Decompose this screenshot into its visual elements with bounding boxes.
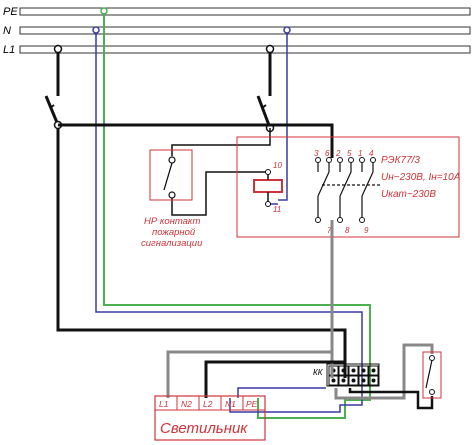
n-tap-node-1 [92,26,100,34]
luminaire-title: Светильник [160,420,248,437]
pe-wire [103,11,371,385]
relay-rek77: 10 11 3 6 2 5 1 4 [236,136,461,238]
relay-terminal-6: 6 [325,149,330,158]
relay-terminal-1: 1 [358,149,362,158]
relay-terminal-4: 4 [369,149,374,158]
bus-pe-label: PE [3,6,18,18]
n-wire-1 [95,30,363,385]
relay-coil-voltage: Uкат~230В [381,189,436,200]
switch-wire-2 [348,388,434,410]
bus-n-label: N [3,25,11,37]
relay-rating: Uн~230В, Iн=10А [381,172,461,183]
luminaire-terminal-n2: N2 [181,399,192,409]
luminaire-terminal-pe: PE [246,399,258,409]
relay-terminal-7: 7 [327,226,332,235]
relay-terminal-8: 8 [345,226,350,235]
relay-terminal-5: 5 [347,149,352,158]
relay-terminal-2: 2 [335,149,341,158]
pe-tap-node [100,7,108,15]
fire-contact-label-1: НР контакт [144,216,201,227]
bus-bars: PE N L1 [3,6,471,56]
relay-terminal-circles [315,157,376,223]
fire-contact-label-3: сигнализации [141,238,203,249]
bus-n [19,26,471,35]
n-wire-2 [278,30,288,201]
relay-terminal-9: 9 [364,226,369,235]
lamp-l1-wire [166,350,334,398]
fire-alarm-contact: НР контакт пожарной сигнализации [141,149,203,249]
coil-terminal-10: 10 [273,161,282,170]
coil-terminal-11: 11 [273,205,281,214]
luminaire: L1 N2 L2 N1 PE Светильник [154,395,266,441]
relay-coil [253,179,283,193]
relay-contacts [317,160,380,220]
lamp-n2-wire [237,387,326,398]
relay-model: РЭК77/3 [381,155,420,166]
luminaire-terminal-l1: L1 [159,399,169,409]
lamp-l2-wire [204,360,347,398]
fire-contact-box [149,149,193,201]
fire-contact-label-2: пожарной [152,227,196,238]
bus-l1 [19,45,471,54]
l1-wiring [44,44,347,372]
light-switch [422,351,442,399]
luminaire-terminal-n1: N1 [225,399,236,409]
luminaire-box [154,395,266,441]
terminal-block-label: КК [313,368,324,377]
pe-wire-lamp [257,385,371,419]
relay-box [236,136,460,238]
luminaire-terminal-l2: L2 [203,399,213,409]
l1-tap-node-2 [265,44,275,54]
bus-pe [19,7,471,16]
n-tap-node-2 [283,26,291,34]
l1-tap-node-1 [53,44,63,54]
bus-l1-label: L1 [3,44,15,56]
relay-terminal-3: 3 [314,149,319,158]
switch-wire-1 [334,343,434,400]
